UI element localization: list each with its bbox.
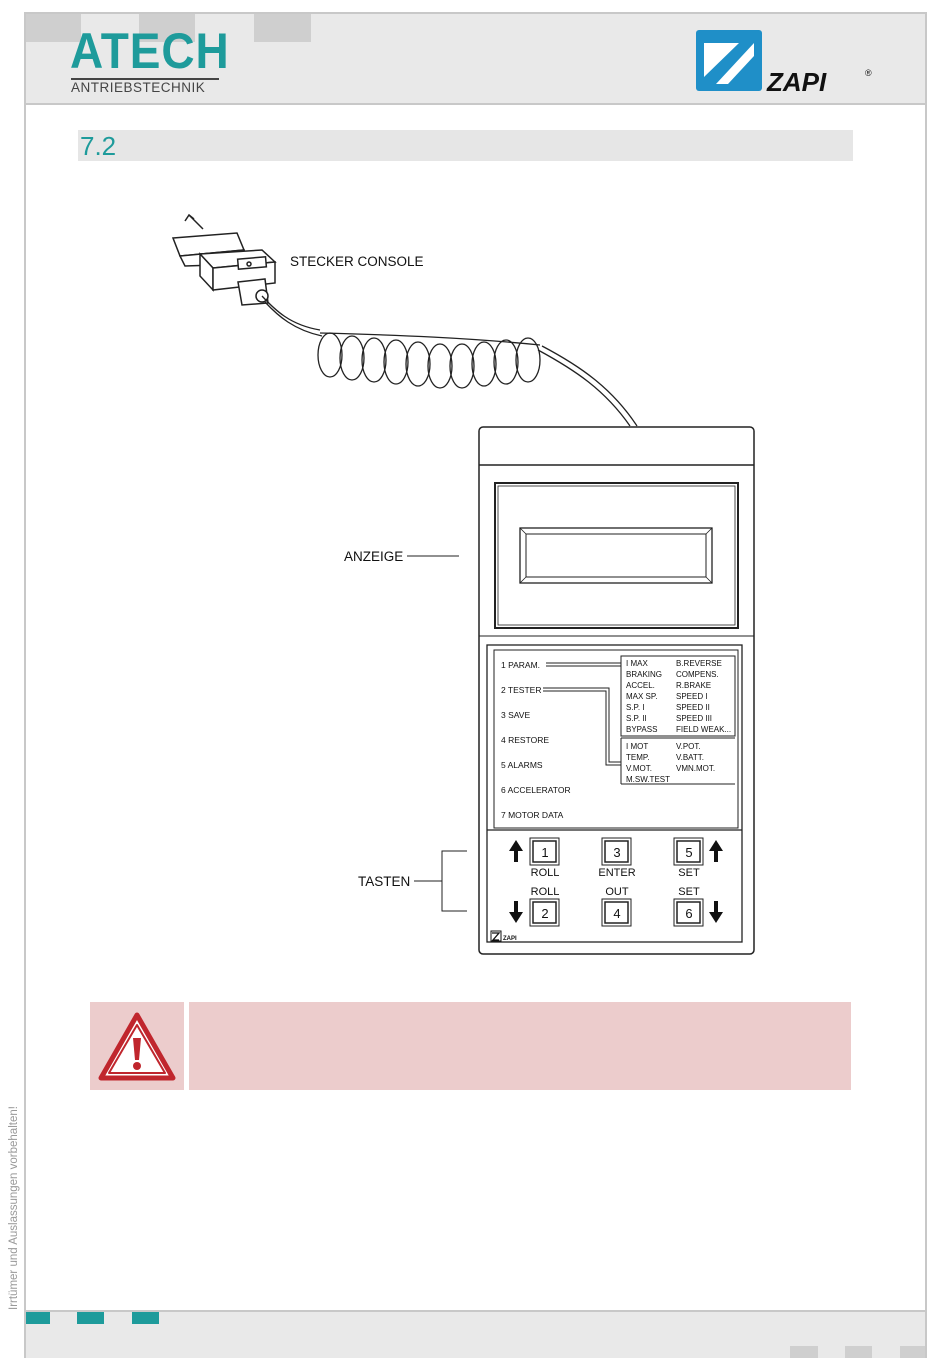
param-item: SPEED I <box>676 692 708 701</box>
key-label: ROLL <box>531 886 560 898</box>
coiled-cable <box>261 295 638 427</box>
param-submenu: I MAX BRAKING ACCEL. MAX SP. S.P. I S.P.… <box>626 659 731 734</box>
zapi-logo: ZAPI ® <box>694 28 879 99</box>
footer-tab <box>132 1312 159 1324</box>
header-tab <box>139 14 195 42</box>
atech-logo-title: ATECH <box>70 23 230 79</box>
tester-item: VMN.MOT. <box>676 764 715 773</box>
footer-tab <box>77 1312 104 1324</box>
param-item: SPEED III <box>676 714 712 723</box>
tester-item: M.SW.TEST <box>626 775 670 784</box>
atech-logo-subtitle: ANTRIEBSTECHNIK <box>71 78 219 95</box>
key-label: SET <box>678 886 700 898</box>
device-zapi-logo: ZAPI <box>490 930 517 942</box>
param-item: COMPENS. <box>676 670 719 679</box>
param-item: SPEED II <box>676 703 710 712</box>
param-item: ACCEL. <box>626 681 655 690</box>
footer-tab <box>900 1346 925 1358</box>
keys-callout-bracket <box>414 850 467 912</box>
key-label: OUT <box>605 886 629 898</box>
svg-text:®: ® <box>865 68 872 78</box>
menu-item: 5 ALARMS <box>501 760 543 770</box>
side-disclaimer: Irrtümer und Auslassungen vorbehalten! <box>8 1106 20 1310</box>
menu-item: 4 RESTORE <box>501 735 549 745</box>
section-heading-bar <box>78 130 853 161</box>
zapi-logo-text: ZAPI <box>766 67 827 94</box>
menu-item: 2 TESTER <box>501 685 541 695</box>
param-item: I MAX <box>626 659 648 668</box>
tester-item: V.POT. <box>676 742 701 751</box>
menu-item: 1 PARAM. <box>501 660 540 670</box>
key-1: 1 <box>541 845 548 860</box>
param-item: MAX SP. <box>626 692 657 701</box>
menu-item: 6 ACCELERATOR <box>501 785 571 795</box>
tester-item: V.MOT. <box>626 764 652 773</box>
param-item: B.REVERSE <box>676 659 722 668</box>
section-number: 7.2 <box>80 131 117 161</box>
key-5: 5 <box>685 845 692 860</box>
key-4: 4 <box>613 906 620 921</box>
menu-item: 3 SAVE <box>501 710 530 720</box>
header-tab <box>254 14 311 42</box>
header-tab <box>26 14 81 42</box>
tester-item: TEMP. <box>626 753 649 762</box>
tester-item: I MOT <box>626 742 648 751</box>
page-header <box>26 14 925 105</box>
footer-tab <box>790 1346 818 1358</box>
tester-item: V.BATT. <box>676 753 704 762</box>
connector-plug <box>171 213 277 306</box>
param-item: FIELD WEAK... <box>676 725 731 734</box>
display-label: ANZEIGE <box>344 549 403 564</box>
arrow-up-icon <box>509 840 523 862</box>
connector-label: STECKER CONSOLE <box>290 254 424 269</box>
tester-submenu: I MOT TEMP. V.MOT. M.SW.TEST V.POT. V.BA… <box>626 742 715 784</box>
footer-tab <box>845 1346 872 1358</box>
key-2: 2 <box>541 906 548 921</box>
keys-label: TASTEN <box>358 874 410 889</box>
keypad: 1 3 5 2 4 6 ROLL ENTER SET ROLL OUT SET <box>509 837 723 927</box>
param-item: S.P. II <box>626 714 647 723</box>
arrow-down-icon <box>709 901 723 923</box>
param-item: BYPASS <box>626 725 657 734</box>
key-label: ROLL <box>531 867 560 879</box>
param-item: BRAKING <box>626 670 662 679</box>
key-3: 3 <box>613 845 620 860</box>
device-logo-text: ZAPI <box>503 936 517 942</box>
page-footer <box>26 1310 925 1358</box>
arrow-up-icon <box>709 840 723 862</box>
arrow-down-icon <box>509 901 523 923</box>
key-label: SET <box>678 867 700 879</box>
key-label: ENTER <box>598 867 635 879</box>
console-device <box>478 426 755 955</box>
param-item: S.P. I <box>626 703 645 712</box>
warning-triangle-icon <box>98 1012 176 1081</box>
footer-tab <box>26 1312 50 1324</box>
key-6: 6 <box>685 906 692 921</box>
warning-icon-box <box>90 1002 184 1090</box>
menu-item: 7 MOTOR DATA <box>501 810 564 820</box>
warning-text-box <box>189 1002 851 1090</box>
param-item: R.BRAKE <box>676 681 711 690</box>
console-menu: 1 PARAM. 2 TESTER 3 SAVE 4 RESTORE 5 ALA… <box>501 660 571 820</box>
